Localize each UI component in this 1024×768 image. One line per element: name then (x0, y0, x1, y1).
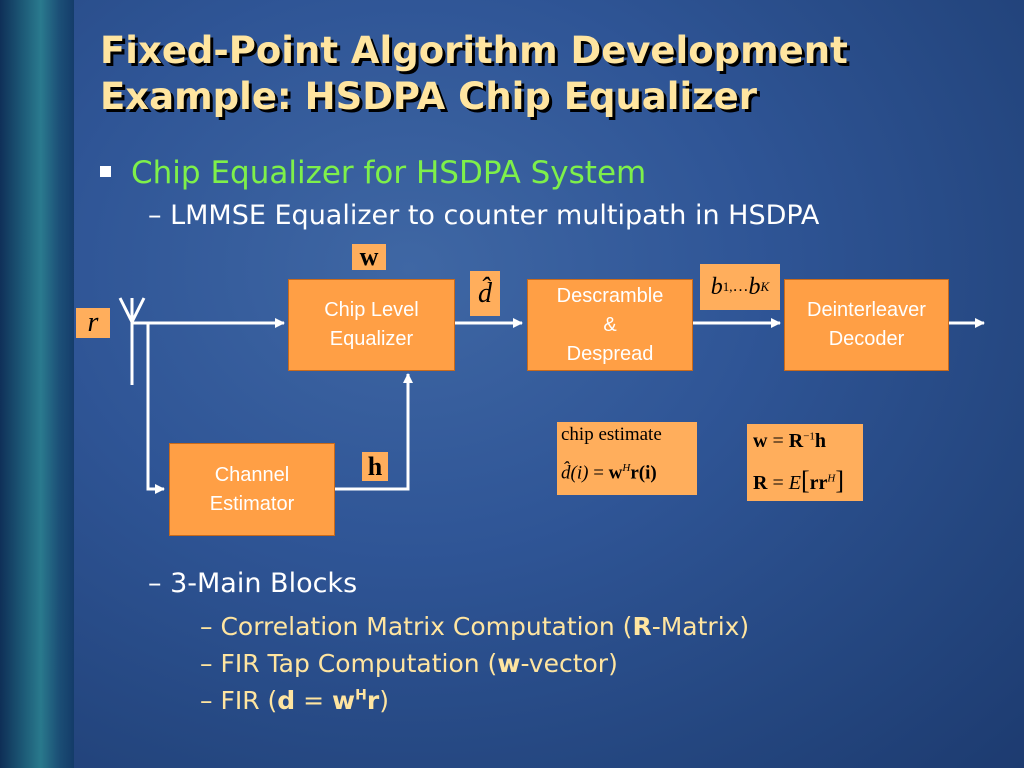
antenna-icon (118, 297, 146, 385)
lmmse-equations: w = R−1h R = E[rrH] (747, 424, 863, 501)
item3-sup: H (355, 687, 367, 704)
sub-bullet-lmmse: – LMMSE Equalizer to counter multipath i… (148, 200, 820, 231)
item3-r: r (366, 686, 380, 715)
item2-pre: – FIR Tap Computation ( (200, 649, 498, 678)
item1-bold: R (632, 612, 652, 641)
w-equation: w = R−1h (753, 430, 826, 453)
descramble-label-line2: & (603, 313, 617, 336)
w-eq-R: R (788, 430, 804, 452)
r-eq-sup: H (827, 472, 836, 485)
item3-pre: – FIR ( (200, 686, 278, 715)
w-eq-lhs: w (753, 430, 768, 452)
descramble-despread-block: Descramble & Despread (527, 279, 693, 371)
chip-estimate-w: w (608, 462, 623, 484)
slide-title: Fixed-Point Algorithm Development Exampl… (100, 28, 1000, 120)
deinterleaver-decoder-block: Deinterleaver Decoder (784, 279, 949, 371)
chip-estimate-lhs: d̂(i) (561, 462, 589, 484)
item3-w: w (332, 686, 356, 715)
r-signal-label: r (76, 307, 110, 338)
item-correlation-matrix: – Correlation Matrix Computation (R-Matr… (200, 612, 749, 641)
deinterleaver-label-line2: Decoder (828, 328, 905, 350)
title-line-2: Example: HSDPA Chip Equalizer (100, 75, 758, 118)
w-vector-label: w (352, 242, 386, 271)
equalizer-label-line2: Equalizer (329, 328, 414, 350)
bits-b1: b (710, 273, 723, 300)
item3-d: d (277, 686, 296, 715)
d-hat-label: d̂ (470, 271, 500, 316)
h-vector-label: h (362, 452, 388, 481)
item2-bold: w (497, 649, 521, 678)
chip-estimate-rhs: r(i) (630, 462, 657, 484)
r-eq-body: rr (809, 472, 828, 494)
chip-estimate-sup: H (622, 462, 631, 474)
w-eq-h: h (814, 430, 827, 452)
bits-dots: … (732, 278, 749, 295)
r-matrix-equation: R = E[rrH] (753, 466, 845, 495)
w-eq-sup: −1 (803, 430, 815, 443)
title-line-1: Fixed-Point Algorithm Development (100, 29, 848, 72)
item3-post: ) (379, 686, 389, 715)
r-eq-mid: = (767, 472, 789, 494)
item1-post: -Matrix) (651, 612, 750, 641)
chip-estimate-equation: chip estimate d̂(i) = wHr(i) (557, 422, 697, 495)
equalizer-label-line1: Chip Level (324, 299, 419, 321)
channel-label-line2: Estimator (209, 492, 295, 515)
w-eq-mid: = (767, 430, 789, 452)
channel-label-line1: Channel (214, 463, 290, 486)
item2-post: -vector) (520, 649, 618, 678)
item-fir-tap: – FIR Tap Computation (w-vector) (200, 649, 618, 678)
deinterleaver-label-line1: Deinterleaver (807, 299, 926, 321)
descramble-label-line3: Despread (566, 342, 654, 365)
chip-estimate-caption: chip estimate (561, 424, 662, 445)
bits-sub2: K (760, 279, 770, 294)
arrow-h-to-equalizer (334, 373, 413, 491)
bits-sub1: 1, (722, 279, 733, 294)
square-bullet-icon (100, 166, 111, 177)
r-eq-E: E (788, 472, 801, 494)
main-bullet-text: Chip Equalizer for HSDPA System (131, 155, 647, 191)
chip-level-equalizer-block: Chip Level Equalizer (288, 279, 455, 371)
chip-estimate-formula: d̂(i) = wHr(i) (561, 462, 657, 484)
r-eq-lhs: R (753, 472, 768, 494)
chip-estimate-eq: = (588, 462, 609, 484)
item1-pre: – Correlation Matrix Computation ( (200, 612, 633, 641)
channel-estimator-block: Channel Estimator (169, 443, 335, 536)
main-bullet: Chip Equalizer for HSDPA System (100, 155, 646, 191)
arrow-r-to-channel-estimator (146, 323, 165, 494)
bits-b2: b (748, 273, 761, 300)
sub-bullet-main-blocks: – 3-Main Blocks (148, 568, 358, 599)
left-decorative-stripe (0, 0, 74, 768)
descramble-label-line1: Descramble (556, 284, 664, 307)
item-fir: – FIR (d = wHr) (200, 686, 389, 715)
item3-eq: = (295, 686, 333, 715)
